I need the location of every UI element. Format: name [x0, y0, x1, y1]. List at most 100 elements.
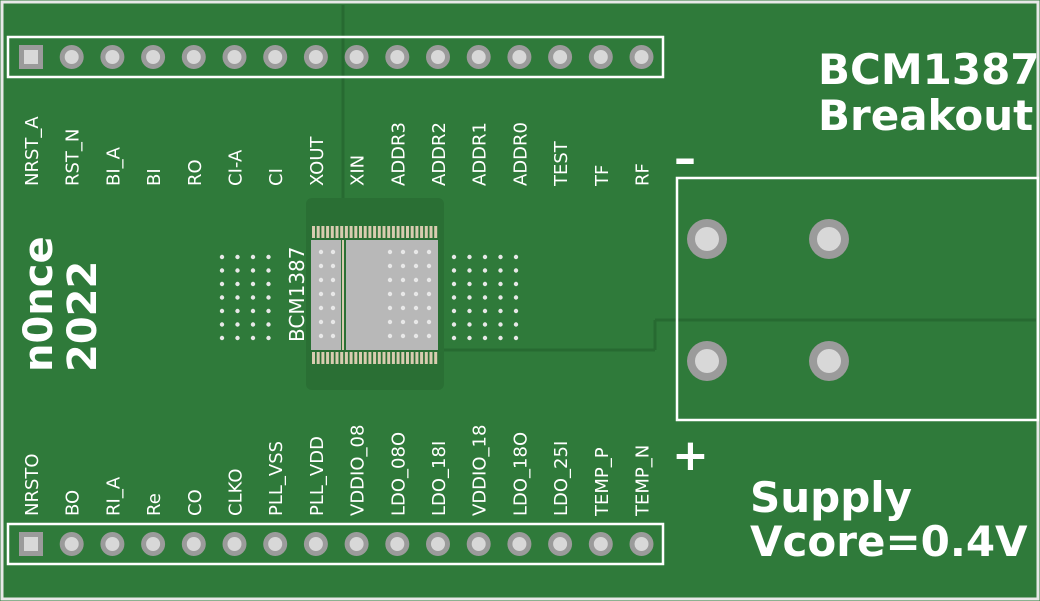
header-pin [385, 532, 410, 556]
via [498, 254, 503, 260]
via [266, 335, 271, 341]
via [451, 268, 457, 273]
pin-label: VDDIO_18 [470, 425, 491, 516]
via [482, 335, 488, 341]
bottom-header-outline [6, 522, 665, 566]
via [250, 295, 256, 300]
pin-label: ADDR2 [429, 122, 450, 186]
pin-label: BO [63, 490, 84, 516]
via [482, 281, 488, 287]
title-line1: BCM1387 [818, 45, 1040, 94]
via [451, 295, 457, 300]
via [413, 291, 419, 297]
top-header-pins [19, 45, 654, 69]
via [235, 295, 240, 300]
pin-label: NRST_A [22, 116, 43, 186]
via [400, 305, 406, 311]
pin-label: TF [592, 165, 613, 187]
header-pin [100, 532, 125, 556]
pin-label: LDO_18O [510, 432, 531, 516]
header-pin [466, 45, 491, 69]
pin-label: RST_N [63, 129, 84, 186]
via [235, 254, 240, 260]
via [482, 295, 488, 300]
header-pin [100, 45, 125, 69]
pin-label: CO [185, 489, 206, 516]
pin-label: Re [144, 493, 165, 516]
via [266, 308, 271, 314]
via [467, 322, 472, 327]
header-pin [588, 45, 613, 69]
via [387, 333, 393, 339]
header-pin [507, 532, 532, 556]
via [330, 305, 336, 311]
bottom-header-pins [19, 532, 654, 556]
pin-label: LDO_08O [388, 432, 409, 516]
via [426, 263, 432, 269]
header-pin [507, 45, 532, 69]
header-pin [181, 532, 206, 556]
via [498, 322, 503, 327]
via [330, 277, 336, 283]
header-pin [629, 45, 654, 69]
via [250, 335, 256, 341]
via [467, 281, 472, 287]
via [400, 277, 406, 283]
header-pin [466, 532, 491, 556]
via [467, 254, 472, 260]
pin-label: PLL_VDD [307, 436, 328, 516]
pin-label: CLKO [226, 468, 247, 516]
pin-label: NRSTO [22, 453, 43, 516]
pin-label: ADDR3 [388, 122, 409, 186]
supply-line1: Supply [750, 473, 912, 522]
via [413, 305, 419, 311]
via [467, 295, 472, 300]
maker-line1: n0nce [16, 236, 62, 372]
bcm1387-chip: BCM1387 [285, 198, 444, 390]
via [482, 268, 488, 273]
via [387, 319, 393, 325]
via [330, 263, 336, 269]
pin-label: RO [185, 159, 206, 186]
via [482, 308, 488, 314]
header-pin [303, 532, 328, 556]
header-pin [19, 532, 43, 556]
via [426, 319, 432, 325]
via [513, 322, 519, 327]
via [318, 291, 324, 297]
via [266, 254, 271, 260]
via [318, 277, 324, 283]
title-line2: Breakout [818, 91, 1033, 140]
via [250, 281, 256, 287]
power-connector [675, 176, 1040, 422]
via [513, 254, 519, 260]
header-pin [222, 532, 247, 556]
via [426, 291, 432, 297]
header-pin [344, 532, 369, 556]
via [451, 335, 457, 341]
via [498, 335, 503, 341]
via [451, 254, 457, 260]
via [330, 333, 336, 339]
via [387, 277, 393, 283]
pin-label: XIN [348, 155, 369, 186]
via [219, 335, 225, 341]
header-pin [263, 45, 288, 69]
header-pin [426, 45, 450, 69]
via [250, 308, 256, 314]
via [318, 305, 324, 311]
header-pin [19, 45, 43, 69]
via [513, 308, 519, 314]
via [266, 295, 271, 300]
header-pin [548, 532, 573, 556]
via [426, 305, 432, 311]
via [400, 263, 406, 269]
via [413, 277, 419, 283]
pin-label: ADDR1 [470, 122, 491, 186]
pin-label: PLL_VSS [266, 441, 287, 516]
minus-symbol: – [674, 133, 696, 184]
header-pin [588, 532, 613, 556]
